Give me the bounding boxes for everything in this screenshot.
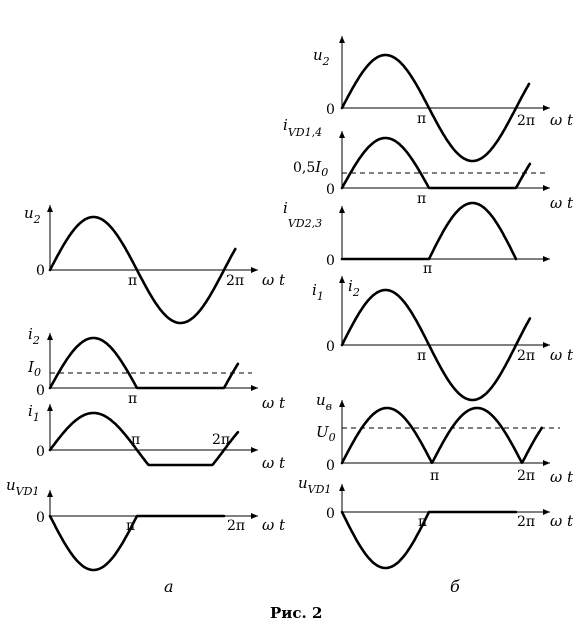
omega-b-ivd14: ω t: [550, 194, 574, 212]
pi-a-uvd1: π: [126, 518, 135, 534]
panel-a: u2 0 π 2π ω t i2 I0 0 π ω t i1 0 π 2π: [6, 204, 286, 596]
zero-b-i1i2: 0: [326, 339, 335, 355]
plot-b-uvd1: uVD1 0 π 2π ω t: [298, 474, 574, 570]
zero-b-ivd23: 0: [326, 253, 335, 269]
label-b-u0: U0: [316, 423, 336, 444]
omega-a-u2: ω t: [262, 271, 286, 289]
ylabel-b-uvd1: uVD1: [298, 474, 331, 496]
label-a-i0: I0: [27, 358, 41, 379]
omega-b-u2: ω t: [550, 111, 574, 129]
plot-a-i1: i1 0 π 2π ω t: [28, 402, 286, 472]
plot-a-uvd1: uVD1 0 π 2π ω t: [6, 476, 286, 572]
zero-a-u2: 0: [36, 263, 45, 279]
plot-b-i1i2: i1 i2 0 π 2π ω t: [312, 276, 574, 402]
wave-b-ivd23: [340, 201, 518, 261]
ylabel-b-u2: u2: [313, 46, 330, 68]
zero-b-ivd14: 0: [326, 182, 335, 198]
panel-b-label: б: [450, 577, 460, 596]
pi-a-i2: π: [128, 391, 137, 407]
wave-b-uv: [340, 406, 544, 465]
plot-a-i2: i2 I0 0 π ω t: [27, 325, 286, 412]
pi-b-ivd14: π: [417, 191, 426, 207]
twopi-b-uvd1: 2π: [517, 514, 535, 530]
plot-b-u2: u2 0 π 2π ω t: [313, 36, 574, 163]
ylabel-a-i2: i2: [28, 325, 40, 347]
zero-a-i2: 0: [36, 383, 45, 399]
omega-a-i1: ω t: [262, 454, 286, 472]
pi-a-u2: π: [128, 273, 137, 289]
omega-b-i1i2: ω t: [550, 346, 574, 364]
plot-b-uv: uв U0 0 π 2π ω t: [316, 391, 574, 486]
plot-b-ivd23: iVD2,3 0 π: [283, 199, 550, 277]
ylabel-a-u2: u2: [24, 204, 41, 226]
omega-b-uvd1: ω t: [550, 512, 574, 530]
ylabel-b-ivd14: iVD1,4: [283, 116, 322, 139]
zero-a-uvd1: 0: [36, 510, 45, 526]
pi-b-ivd23: π: [423, 261, 432, 277]
twopi-a-uvd1: 2π: [227, 518, 245, 534]
label-b-half-i0: 0,5I0: [293, 158, 328, 179]
omega-b-uv: ω t: [550, 468, 574, 486]
zero-a-i1: 0: [36, 444, 45, 460]
figure-caption: Рис. 2: [270, 604, 322, 622]
zero-b-u2: 0: [326, 102, 335, 118]
ylabel-b-uv: uв: [316, 391, 332, 413]
omega-a-i2: ω t: [262, 394, 286, 412]
twopi-a-u2: 2π: [226, 273, 244, 289]
wave-b-ivd14: [340, 136, 532, 190]
ylabel-b-i1: i1: [312, 281, 324, 303]
twopi-a-i1: 2π: [212, 432, 230, 448]
omega-a-uvd1: ω t: [262, 516, 286, 534]
twopi-b-uv: 2π: [517, 468, 535, 484]
plot-a-u2: u2 0 π 2π ω t: [24, 204, 286, 325]
pi-b-u2: π: [417, 111, 426, 127]
wave-a-i1: [48, 411, 240, 467]
panel-b: u2 0 π 2π ω t iVD1,4 0,5I0 0 π ω t iVD2,…: [283, 36, 574, 596]
wave-a-u2: [48, 215, 237, 325]
ylabel-a-i1: i1: [28, 402, 40, 424]
pi-b-i1i2: π: [417, 348, 426, 364]
pi-b-uvd1: π: [418, 514, 427, 530]
ylabel-b-i2: i2: [348, 277, 360, 299]
wave-b-u2: [340, 53, 531, 163]
ylabel-b-ivd23: iVD2,3: [283, 199, 322, 230]
wave-a-i2: [48, 336, 240, 390]
ylabel-a-uvd1: uVD1: [6, 476, 39, 498]
twopi-b-i1i2: 2π: [517, 348, 535, 364]
panel-a-label: а: [164, 577, 174, 596]
plot-b-ivd14: iVD1,4 0,5I0 0 π ω t: [283, 116, 574, 212]
zero-b-uvd1: 0: [326, 506, 335, 522]
zero-b-uv: 0: [326, 458, 335, 474]
wave-a-uvd1: [48, 514, 226, 572]
wave-b-i1i2: [340, 288, 532, 402]
pi-a-i1: π: [131, 432, 140, 448]
twopi-b-u2: 2π: [517, 113, 535, 129]
pi-b-uv: π: [430, 468, 439, 484]
wave-b-uvd1: [340, 510, 518, 570]
